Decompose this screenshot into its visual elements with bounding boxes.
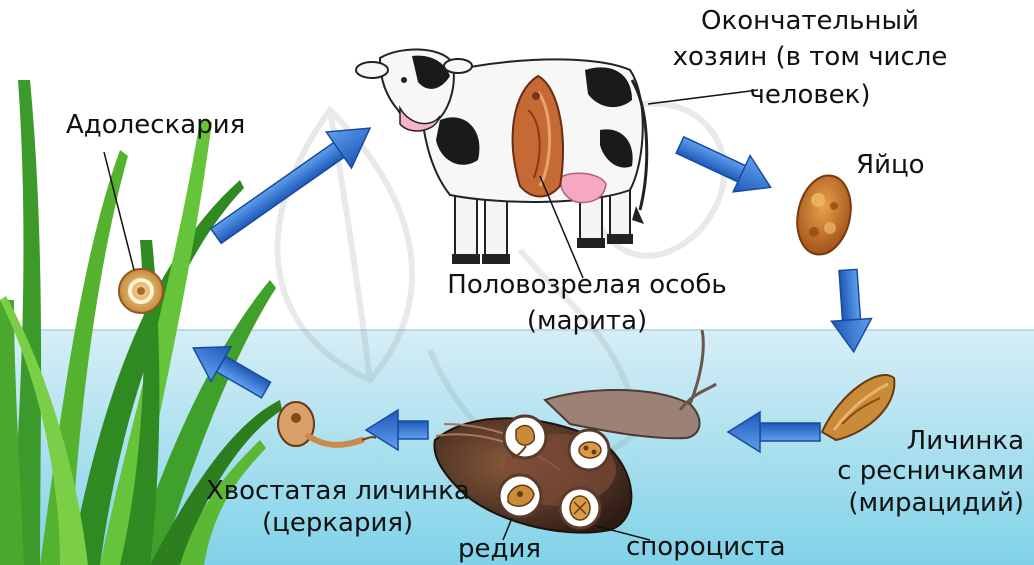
label-definitive-host-line2: хозяин (в том числе — [654, 42, 966, 72]
label-cercaria-line2: (церкария) — [262, 508, 413, 538]
label-sporocyst: спороциста — [626, 532, 786, 562]
label-miracidium-line1: Личинка — [830, 426, 1024, 456]
sporocyst-inset-top — [569, 430, 609, 470]
arrow-cow-to-egg — [672, 127, 780, 206]
label-redia: редия — [458, 534, 541, 564]
adolescaria-cyst — [119, 269, 163, 313]
sporocyst-inset-bottom — [560, 488, 600, 528]
egg — [790, 170, 857, 259]
label-marita-line2: (марита) — [428, 306, 746, 336]
label-marita-line1: Половозрелая особь — [428, 270, 746, 300]
redia-inset-top — [504, 416, 546, 458]
label-egg: Яйцо — [856, 150, 925, 180]
label-cercaria-line1: Хвостатая личинка — [206, 476, 470, 506]
label-miracidium-line3: (мирацидий) — [820, 488, 1024, 518]
redia-inset-bottom — [499, 475, 541, 517]
label-definitive-host-line1: Окончательный — [654, 6, 966, 36]
label-miracidium-line2: с ресничками — [820, 456, 1024, 486]
label-adolescaria: Адолескария — [66, 110, 245, 140]
label-definitive-host-line3: человек) — [654, 80, 966, 110]
